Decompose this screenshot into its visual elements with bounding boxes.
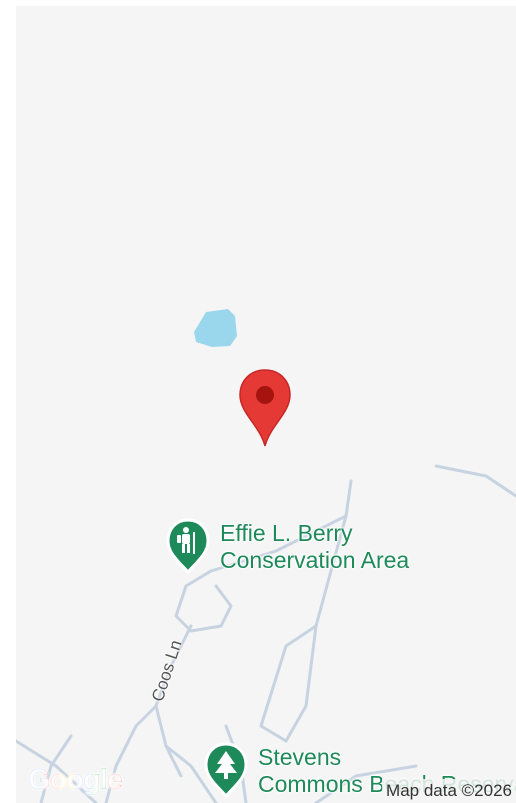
location-pin-icon[interactable] (238, 368, 292, 448)
poi-label-line2: Conservation Area (220, 547, 410, 573)
road (174, 569, 233, 633)
poi-label-line1: Effie L. Berry (220, 520, 353, 546)
pond (194, 309, 237, 347)
road (314, 764, 418, 803)
logo-text: Google (28, 764, 123, 796)
road (209, 514, 348, 573)
road (259, 624, 318, 743)
poi-effie-berry[interactable]: Effie L. Berry Conservation Area (166, 518, 466, 578)
map-canvas[interactable]: Effie L. Berry Conservation Area Stevens… (16, 6, 516, 803)
map-base-layer (16, 309, 516, 803)
road (16, 739, 98, 803)
road (104, 704, 158, 803)
hiker-icon (166, 518, 210, 574)
roads (16, 464, 516, 803)
tree-icon (204, 742, 248, 798)
road (434, 464, 516, 498)
road (39, 734, 73, 803)
attribution-text: Map data ©2026 (386, 781, 512, 800)
google-logo[interactable]: Google (28, 764, 123, 797)
map-attribution[interactable]: Map data ©2026 (382, 779, 516, 803)
poi-label-line1: Stevens (258, 744, 342, 770)
road (164, 744, 218, 803)
road (284, 624, 318, 743)
